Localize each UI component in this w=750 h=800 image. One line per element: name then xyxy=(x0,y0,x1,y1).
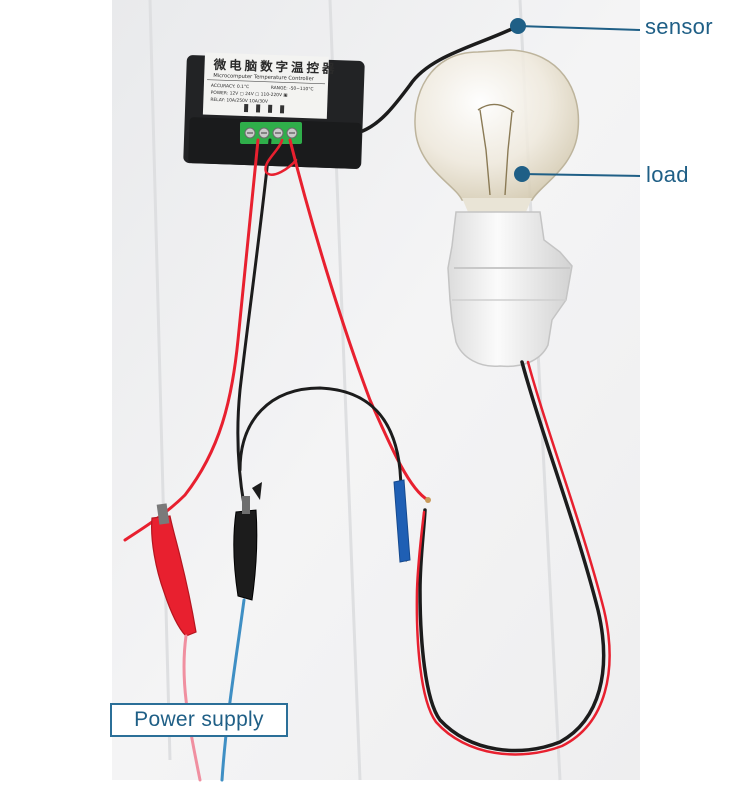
red-wire-to-load xyxy=(288,138,430,502)
bulb-filament xyxy=(477,103,515,196)
controller-relay: RELAY: 10A/250V 10A/30V xyxy=(210,97,268,105)
light-bulb-load xyxy=(414,49,580,368)
load-leader-line xyxy=(521,173,641,177)
controller-power: POWER: 12V ▢ 24V ▢ 110-220V ▣ xyxy=(211,90,288,99)
bridge-loop-wire xyxy=(264,138,298,176)
load-leader-dot xyxy=(514,166,530,182)
lamp-socket xyxy=(447,211,573,368)
load-label: load xyxy=(646,162,689,187)
lamp-cord-black xyxy=(418,360,606,753)
white-border-bottom xyxy=(0,780,750,800)
sensor-leader-dot xyxy=(510,18,526,34)
bulb-glass xyxy=(414,49,580,201)
controller-subtitle: Microcomputer Temperature Controller xyxy=(213,73,315,83)
red-alligator-clip xyxy=(151,503,197,637)
pink-supply-lead xyxy=(182,634,202,782)
sensor-label: sensor xyxy=(645,14,713,39)
green-terminal-block xyxy=(240,122,302,144)
controller-label-sticker xyxy=(202,52,329,119)
controller-accuracy: ACCURACY: 0.1°C xyxy=(211,83,249,90)
temperature-controller-module: 微电脑数字温控器 Microcomputer Temperature Contr… xyxy=(183,52,365,169)
white-border-right xyxy=(640,0,750,800)
controller-title-cn: 微电脑数字温控器 xyxy=(212,57,337,76)
lamp-cord-red xyxy=(415,360,611,756)
bulb-neck xyxy=(462,198,532,212)
sensor-leader-line xyxy=(517,25,641,31)
terminal-pictograms xyxy=(243,103,285,114)
blue-supply-lead xyxy=(220,598,246,782)
power-supply-label: Power supply xyxy=(110,703,288,737)
controller-range: RANGE: -50~110°C xyxy=(271,85,314,92)
blue-heat-shrink xyxy=(393,479,411,563)
white-border-left xyxy=(0,0,112,800)
black-alligator-clip xyxy=(233,482,262,601)
